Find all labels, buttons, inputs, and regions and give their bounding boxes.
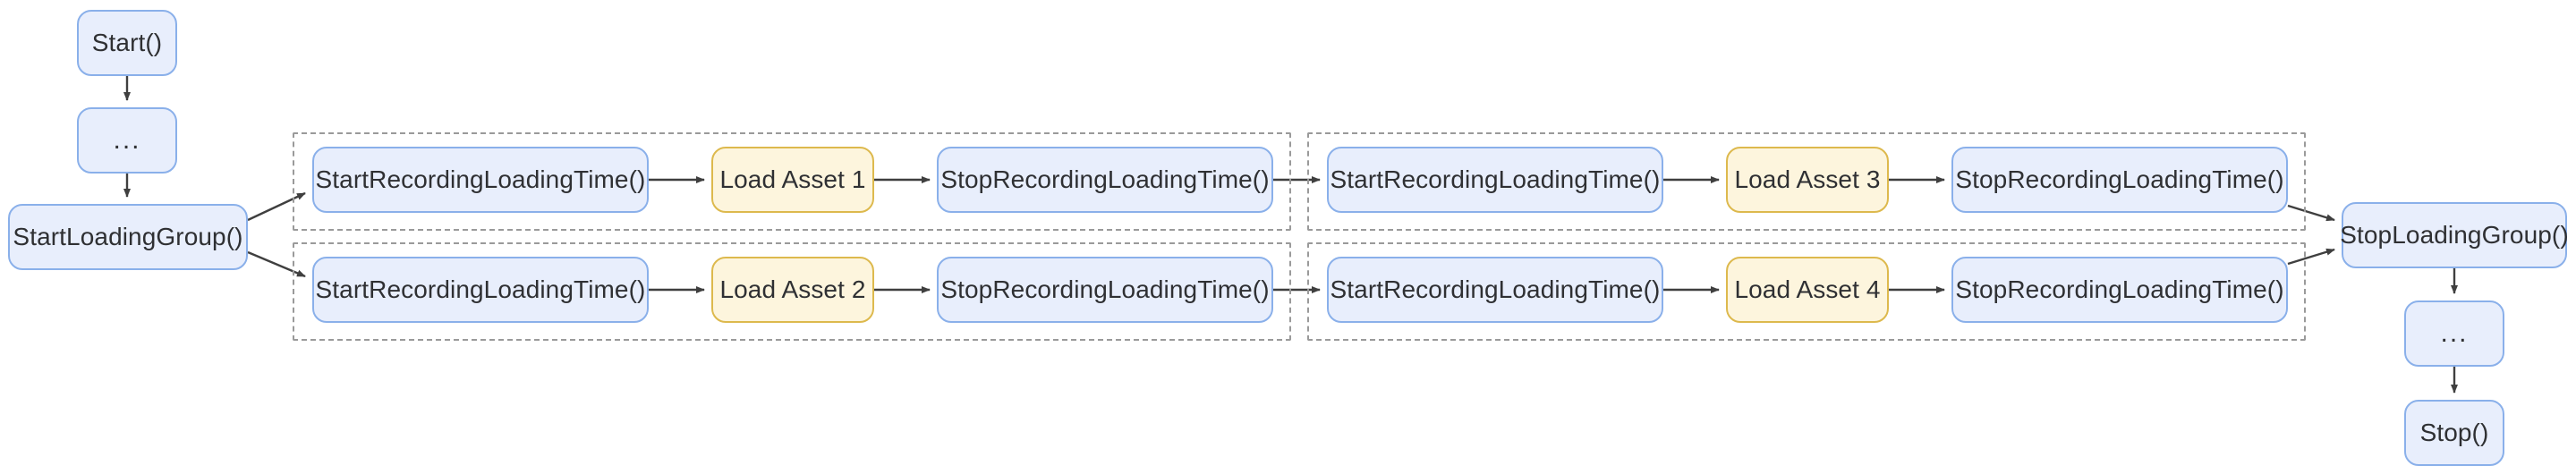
node-a1_start[interactable]: StartRecordingLoadingTime() [312, 147, 649, 213]
subgraph-container [293, 132, 1291, 231]
node-dots_left[interactable]: ... [77, 107, 177, 174]
node-dots_right[interactable]: ... [2404, 300, 2504, 367]
subgraph-container [1307, 242, 2306, 341]
subgraph-container [1307, 132, 2306, 231]
node-start[interactable]: Start() [77, 10, 177, 76]
node-a3_start[interactable]: StartRecordingLoadingTime() [1327, 147, 1663, 213]
node-startgroup[interactable]: StartLoadingGroup() [8, 204, 248, 270]
node-a2_stop[interactable]: StopRecordingLoadingTime() [937, 257, 1273, 323]
subgraph-container [293, 242, 1291, 341]
node-a2_load[interactable]: Load Asset 2 [711, 257, 874, 323]
node-stopgroup[interactable]: StopLoadingGroup() [2340, 202, 2569, 268]
node-stop[interactable]: Stop() [2404, 400, 2504, 466]
node-a4_load[interactable]: Load Asset 4 [1726, 257, 1889, 323]
node-a1_load[interactable]: Load Asset 1 [711, 147, 874, 213]
node-a4_stop[interactable]: StopRecordingLoadingTime() [1951, 257, 2288, 323]
node-a3_load[interactable]: Load Asset 3 [1726, 147, 1889, 213]
node-a3_stop[interactable]: StopRecordingLoadingTime() [1951, 147, 2288, 213]
node-a1_stop[interactable]: StopRecordingLoadingTime() [937, 147, 1273, 213]
node-a2_start[interactable]: StartRecordingLoadingTime() [312, 257, 649, 323]
node-a4_start[interactable]: StartRecordingLoadingTime() [1327, 257, 1663, 323]
